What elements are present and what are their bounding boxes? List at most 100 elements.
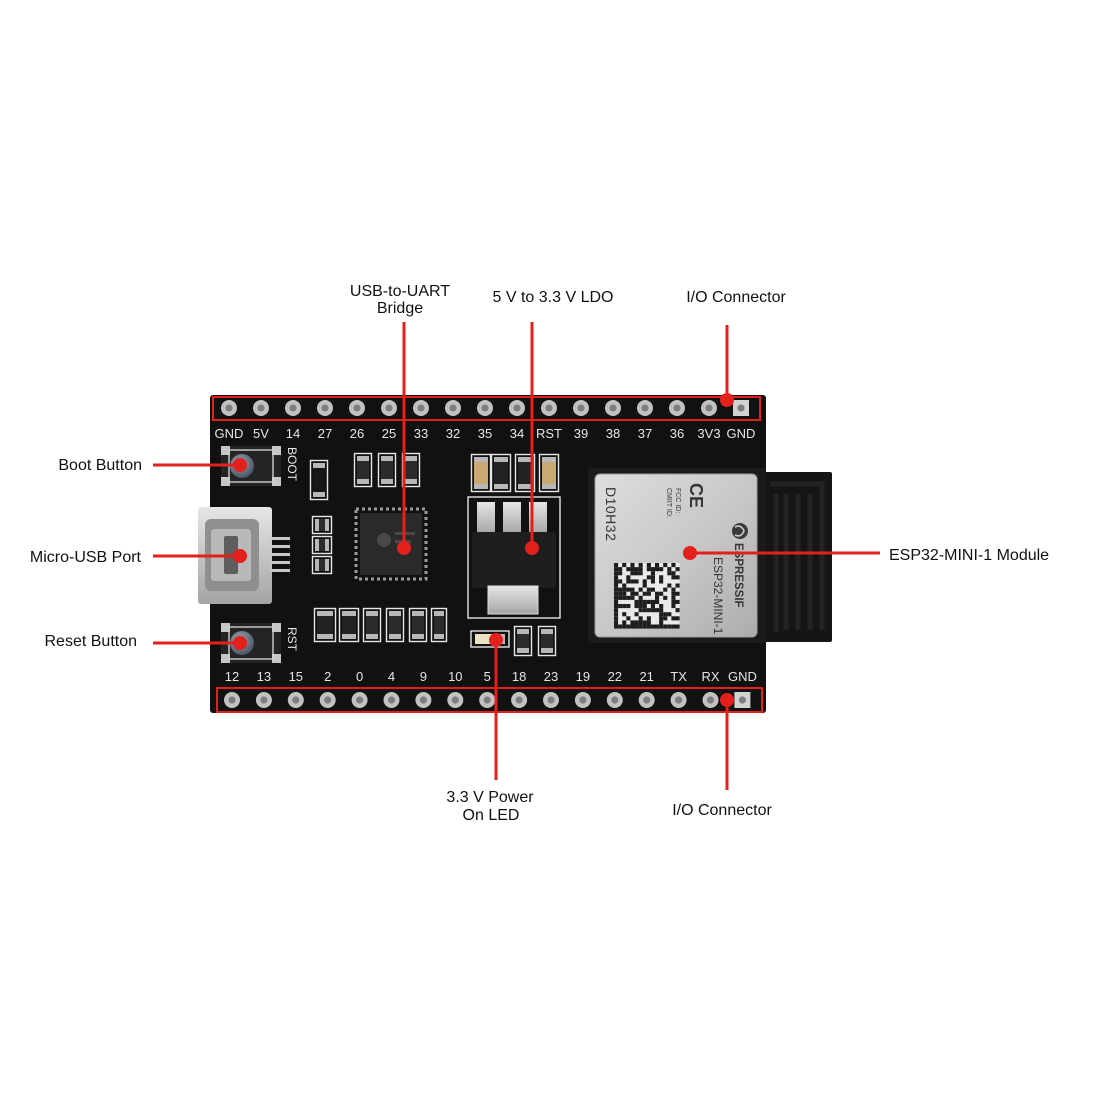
smd-silk-outline [514,453,536,493]
data-matrix-cell [650,571,655,576]
data-matrix-cell [671,571,676,576]
pin-label: 3V3 [697,426,720,441]
smd-pad [412,611,424,616]
usb-lead [270,569,290,572]
data-matrix-cell [626,624,631,629]
data-matrix-cell [659,616,664,621]
callout-io-bottom-dot [720,693,734,707]
data-matrix-cell [638,571,643,576]
data-matrix-cell [618,587,623,592]
smd-pad [313,492,325,497]
pin-label: 23 [544,669,558,684]
pin-label: RST [536,426,562,441]
smd-pad [315,519,319,531]
smd-component [514,453,536,493]
pin-label: 37 [638,426,652,441]
module-lot-code: D10H32 [603,487,619,541]
data-matrix-cell [659,567,664,572]
data-matrix-cell [634,571,639,576]
data-matrix-cell [614,571,619,576]
chip-pins [354,507,428,581]
smd-pad [474,457,488,462]
smd-pad [474,484,488,489]
module-cmiit-id: CMIIT ID: [665,488,672,518]
data-matrix-cell [642,579,647,584]
data-matrix-cell [675,608,680,613]
smd-silk-outline [408,607,428,643]
data-matrix-cell [618,591,623,596]
pin-hole [451,696,459,704]
data-matrix-cell [614,575,619,580]
smd-pad [542,484,556,489]
data-matrix-cell [622,583,627,588]
data-matrix-cell [675,583,680,588]
callout-micro-usb-dot [233,549,247,563]
smd-silk-outline [377,452,397,488]
data-matrix-cell [614,587,619,592]
smd-pad [313,463,325,468]
smd-body [405,456,417,484]
data-matrix-cell [626,587,631,592]
callout-reset: Reset Button [45,633,138,650]
pin-label: 35 [478,426,492,441]
data-matrix-cell [614,620,619,625]
data-matrix-cell [618,567,623,572]
smd-pad [542,457,556,462]
data-matrix-cell [634,579,639,584]
smd-pad [357,456,369,461]
chip-logo-icon [377,533,391,547]
smd-pad [434,634,444,639]
pin-label: GND [727,426,756,441]
data-matrix-cell [638,595,643,600]
pin-hole [611,696,619,704]
data-matrix-cell [650,624,655,629]
pin-label: 13 [257,669,271,684]
smd-component [377,452,397,488]
smd-silk-outline [311,555,333,575]
pin-hole [419,696,427,704]
smd-body [518,457,532,489]
data-matrix-cell [614,612,619,617]
data-matrix-cell [646,599,651,604]
smd-body [342,611,356,639]
smd-body [434,611,444,639]
data-matrix-cell [671,575,676,580]
smd-component [311,535,333,555]
data-matrix-cell [642,620,647,625]
usb-lead [270,537,290,540]
data-matrix-cell [626,616,631,621]
data-matrix-cell [655,563,660,568]
usb-uart-chip [354,507,428,581]
boot-button-pad [221,477,230,486]
smd-silk-outline [513,625,533,657]
smd-pad [412,634,424,639]
callout-io-top-dot [720,393,734,407]
pin-label: 10 [448,669,462,684]
data-matrix-cell [638,567,643,572]
callout-io-top: I/O Connector [686,289,786,306]
pin-label: 19 [576,669,590,684]
data-matrix-cell [634,620,639,625]
data-matrix-cell [650,587,655,592]
pin-hole [292,696,300,704]
pin-label: 21 [639,669,653,684]
data-matrix-cell [671,591,676,596]
smd-silk-outline [470,453,492,493]
callout-micro-usb: Micro-USB Port [30,549,142,566]
reset-button-pad [272,623,281,632]
data-matrix-cell [638,620,643,625]
data-matrix-cell [614,583,619,588]
smd-component [538,453,560,493]
ldo-lead [477,502,495,534]
data-matrix-cell [614,599,619,604]
data-matrix-cell [671,563,676,568]
callout-module-dot [683,546,697,560]
pin-hole [417,404,425,412]
pin-label: 4 [388,669,395,684]
smd-component [309,459,329,501]
smd-body [474,457,488,489]
smd-component [490,453,512,493]
data-matrix-cell [630,567,635,572]
smd-pad [317,634,333,639]
